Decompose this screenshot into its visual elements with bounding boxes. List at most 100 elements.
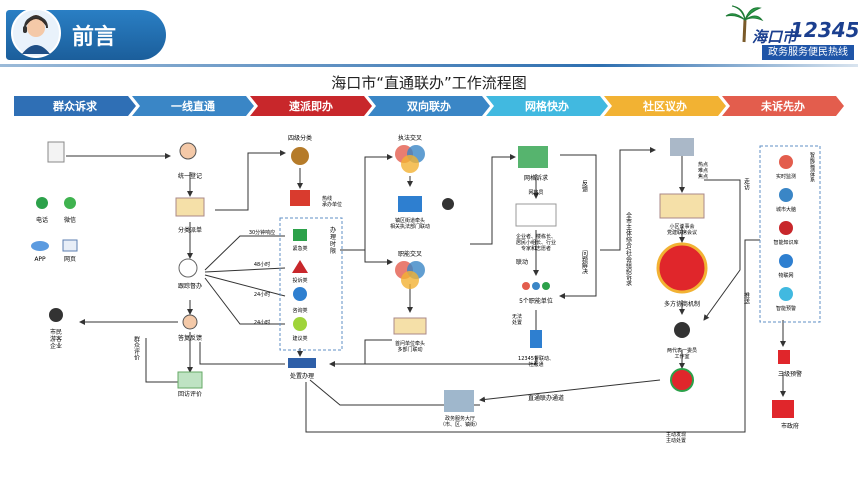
visit-door-label: 走访 — [743, 177, 750, 191]
smart-item-icon — [779, 287, 793, 301]
phone-label: 电话 — [36, 216, 48, 224]
direct-channel-label: 直通联办通道 — [528, 394, 564, 402]
smart-item-label: 实时监测 — [776, 173, 796, 180]
stage-label: 网格快办 — [525, 99, 569, 113]
service-hall-label: 政务服务大厅（市、区、镇街） — [440, 415, 480, 428]
dispatch-icon — [175, 197, 205, 217]
units-icon — [522, 282, 550, 290]
visit-label: 回访评价 — [178, 390, 202, 398]
feedback-label: 反馈 — [581, 179, 588, 193]
warning-light-icon — [778, 350, 790, 364]
reply-icon — [182, 314, 198, 330]
grid-member-label: 网格员 — [528, 189, 543, 196]
consult-icon — [293, 287, 307, 301]
smart-item-icon — [779, 188, 793, 202]
hotline-logo: 海口市 12345 政务服务便民热线 — [722, 4, 858, 62]
stage-arrow — [368, 96, 490, 116]
classify-dispatch-label: 分类派单 — [178, 226, 202, 234]
officer-icon — [442, 198, 454, 210]
stage-arrow — [486, 96, 608, 116]
smart-item-icon — [779, 254, 793, 268]
suggest-icon — [293, 317, 307, 331]
webpage-icon — [62, 239, 78, 252]
government-icon — [772, 400, 794, 418]
report-label: 12345督联动、社服通 — [518, 355, 554, 368]
smart-system-box — [759, 145, 821, 323]
stage-arrow — [250, 96, 372, 116]
law-lead-label: 镇区街道牵头相关执法部门联动 — [390, 217, 430, 230]
service-hall-icon — [444, 390, 474, 412]
visit-icon — [177, 371, 203, 389]
citizen-label: 市民游客企业 — [50, 328, 62, 350]
category-label: 建议类 — [292, 335, 307, 342]
push-label: 推送 — [743, 291, 750, 305]
wechat-icon — [64, 197, 76, 209]
hotline-unit-label: 热线承办单位 — [322, 195, 342, 208]
stage-label: 社区议办 — [642, 99, 687, 113]
header-divider — [0, 64, 858, 67]
logo-number: 12345 — [790, 18, 858, 42]
stage-arrow — [722, 96, 844, 116]
duty-cross-label: 职能交叉 — [398, 250, 422, 258]
track-label: 跟踪督办 — [178, 282, 202, 290]
active-label: 主动发现主动处置 — [666, 431, 686, 444]
connectors — [66, 147, 786, 433]
government-label: 市政府 — [781, 422, 799, 430]
stage-label: 未诉先办 — [760, 99, 805, 113]
smart-item-label: 物联网 — [778, 272, 793, 279]
channel-icons — [31, 141, 78, 322]
party-office-icon — [670, 368, 694, 392]
logo-city: 海口市 — [752, 28, 798, 46]
dispose-label: 处置办理 — [290, 372, 314, 380]
citizen-icon — [49, 308, 63, 322]
complaint-icon — [292, 260, 308, 273]
stage-label: 群众诉求 — [52, 99, 98, 113]
category-time: 24小时 — [254, 291, 270, 298]
operator-icon — [179, 142, 197, 160]
mobile-icon — [530, 330, 542, 348]
link-label: 联动 — [516, 258, 528, 266]
org-chart-icon — [515, 203, 557, 227]
law-cross-label: 执法交叉 — [398, 134, 422, 142]
smart-system-title: 智能监测体系 — [809, 151, 815, 182]
stage-label: 一线直通 — [171, 99, 215, 113]
emergency-icon — [293, 229, 307, 241]
category-time: 30分钟响应 — [249, 229, 275, 236]
smart-item-label: 智能知识库 — [773, 239, 798, 246]
smart-item-icon — [779, 221, 793, 235]
category-time: 24小时 — [254, 319, 270, 326]
logo-slogan: 政务服务便民热线 — [762, 45, 854, 60]
points-label: 热点难点焦点 — [698, 161, 708, 180]
representatives-icon — [674, 322, 690, 338]
left-flow-icons — [175, 142, 205, 389]
grid-appeal-label: 网格诉求 — [524, 174, 548, 182]
community-building-icon — [670, 138, 694, 156]
whole-appeal-label: 全市主体综合/社会组织诉求 — [625, 211, 632, 286]
office-label: 两代表一委员工作室 — [667, 347, 697, 360]
smart-item-label: 智能预警 — [776, 305, 796, 312]
smart-item-label: 城市大脑 — [776, 206, 796, 213]
duty-venn-icon — [395, 261, 425, 289]
solve-label: 问题解决 — [581, 249, 588, 275]
law-venn-icon — [395, 145, 425, 173]
grid-resources-label: 企业者、楼栋长、居民小组长、行业专家和志愿者 — [516, 233, 556, 252]
meeting-icon — [393, 317, 427, 335]
four-class-box — [279, 217, 343, 351]
header: 前言 海口市 12345 政务服务便民热线 — [0, 0, 858, 67]
wechat-label: 微信 — [64, 216, 76, 224]
customer-service-avatar-icon — [11, 8, 61, 58]
web-label: 网页 — [64, 256, 76, 263]
duty-lead-label: 首问单位牵头多部门联动 — [395, 340, 425, 353]
mechanism-label: 多方协商机制 — [664, 300, 700, 308]
tracking-clock-icon — [178, 258, 198, 278]
document-icon — [47, 141, 65, 163]
app-icon — [31, 241, 49, 251]
flow-title: 海口市“直通联办”工作流程图 — [331, 74, 527, 92]
app-label: APP — [34, 256, 46, 263]
street-office-icon — [398, 196, 422, 212]
category-time: 48小时 — [254, 261, 270, 268]
party-emblem-icon — [656, 242, 708, 294]
